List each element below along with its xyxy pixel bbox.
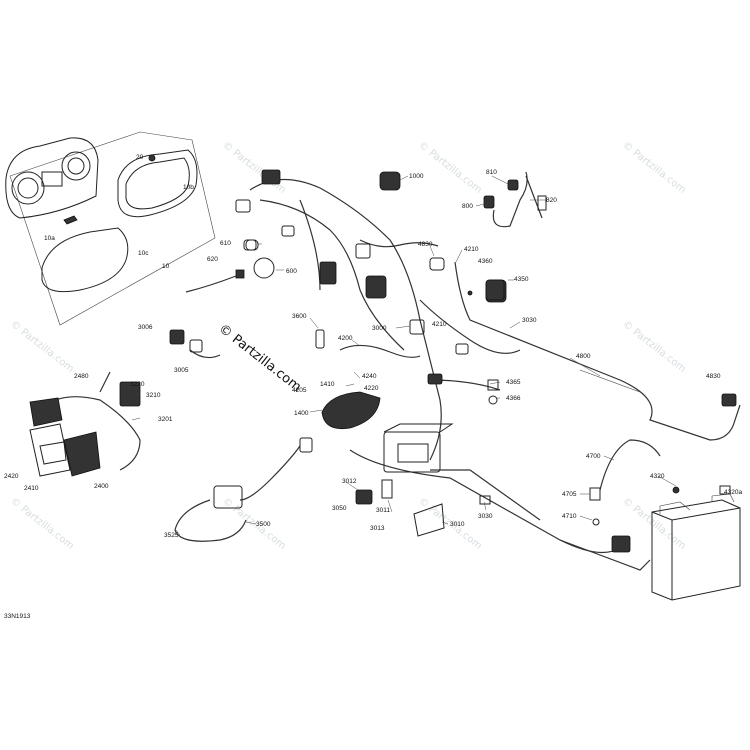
label-3201: 3201 <box>158 416 173 423</box>
label-3210: 3210 <box>146 392 161 399</box>
label-3012: 3012 <box>342 478 357 485</box>
label-3030-top: 3030 <box>522 317 537 324</box>
label-3030-bottom: 3030 <box>478 513 493 520</box>
part-labels: 1000 20 10b 10a 10c 10 610 620 600 810 8… <box>4 154 742 620</box>
main-harness <box>39 178 741 571</box>
label-4205: 4205 <box>292 387 307 394</box>
label-10b: 10b <box>183 184 194 191</box>
label-3600: 3600 <box>292 313 307 320</box>
label-4320: 4320 <box>650 473 665 480</box>
label-4700: 4700 <box>586 453 601 460</box>
watermark: © Partzilla.com <box>416 140 484 196</box>
watermarks: © Partzilla.com © Partzilla.com © Partzi… <box>8 140 688 552</box>
label-1410: 1410 <box>320 381 335 388</box>
label-610: 610 <box>220 240 231 247</box>
label-4200: 4200 <box>338 335 353 342</box>
label-1000: 1000 <box>409 173 424 180</box>
label-4365: 4365 <box>506 379 521 386</box>
connectors <box>29 169 737 553</box>
label-3000: 3000 <box>372 325 387 332</box>
watermark: © Partzilla.com <box>8 496 76 552</box>
brand-text: © Partzilla.com <box>216 321 304 395</box>
label-3010: 3010 <box>450 521 465 528</box>
label-820: 820 <box>546 197 557 204</box>
label-3050: 3050 <box>332 505 347 512</box>
label-2480: 2480 <box>74 373 89 380</box>
label-10a: 10a <box>44 235 55 242</box>
label-4210-mid: 4210 <box>432 321 447 328</box>
label-10: 10 <box>162 263 170 270</box>
label-4240: 4240 <box>362 373 377 380</box>
label-2420: 2420 <box>4 473 19 480</box>
label-4366: 4366 <box>506 395 521 402</box>
label-4710: 4710 <box>562 513 577 520</box>
label-3006: 3006 <box>138 324 153 331</box>
label-4800: 4800 <box>576 353 591 360</box>
label-4830-right: 4830 <box>706 373 721 380</box>
label-4705: 4705 <box>562 491 577 498</box>
label-3525: 3525 <box>164 532 179 539</box>
gauge-cluster-group <box>5 131 216 326</box>
label-3005: 3005 <box>174 367 189 374</box>
watermark: © Partzilla.com <box>620 319 688 375</box>
label-600: 600 <box>286 268 297 275</box>
label-3220: 3220 <box>130 381 145 388</box>
label-1400: 1400 <box>294 410 309 417</box>
battery <box>651 485 741 601</box>
label-4350: 4350 <box>514 276 529 283</box>
label-4320a: 4320a <box>724 489 742 496</box>
label-4210-top: 4210 <box>464 246 479 253</box>
label-620: 620 <box>207 256 218 263</box>
label-10c: 10c <box>138 250 149 257</box>
label-800: 800 <box>462 203 473 210</box>
label-2410: 2410 <box>24 485 39 492</box>
label-4220: 4220 <box>364 385 379 392</box>
watermark: © Partzilla.com <box>8 319 76 375</box>
label-2400: 2400 <box>94 483 109 490</box>
diagram-code: 33N1913 <box>4 613 31 620</box>
label-3500: 3500 <box>256 521 271 528</box>
watermark: © Partzilla.com <box>620 140 688 196</box>
label-4830: 4830 <box>418 241 433 248</box>
leader-lines <box>130 157 677 536</box>
label-810: 810 <box>486 169 497 176</box>
label-3011: 3011 <box>376 507 390 514</box>
label-3013: 3013 <box>370 525 385 532</box>
label-4360: 4360 <box>478 258 493 265</box>
label-20: 20 <box>136 154 144 161</box>
